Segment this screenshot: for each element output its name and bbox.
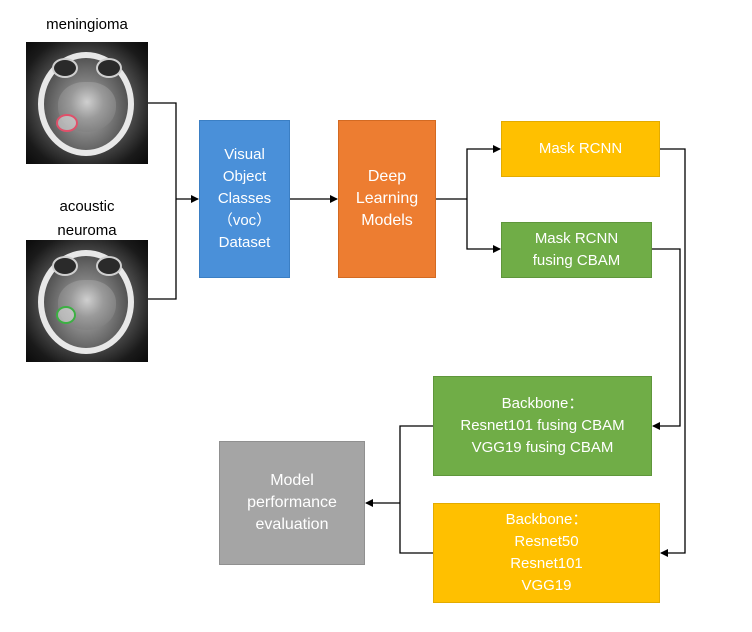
- right-orbit: [96, 58, 122, 78]
- acoustic-neuroma-tumor-outline: [56, 306, 76, 324]
- acoustic-neuroma-mri-image: [26, 240, 148, 362]
- mask-rcnn-box: Mask RCNN: [501, 121, 660, 177]
- acoustic-to-voc-line: [148, 199, 177, 300]
- model-performance-evaluation-box: Model performance evaluation: [219, 441, 365, 565]
- backbone-plain-box: Backbone： Resnet50 Resnet101 VGG19: [433, 503, 660, 603]
- acoustic-neuroma-label-line1: acoustic: [59, 198, 115, 215]
- voc-dataset-box: Visual Object Classes （voc） Dataset: [199, 120, 290, 278]
- left-orbit: [52, 58, 78, 78]
- meningioma-tumor-outline: [56, 114, 78, 132]
- acoustic-neuroma-label-line2: neuroma: [57, 222, 117, 239]
- dl-to-mask-rcnn-cbam-arrow: [466, 199, 501, 253]
- left-orbit: [52, 256, 78, 276]
- deep-learning-models-box: Deep Learning Models: [338, 120, 436, 278]
- meningioma-to-voc-line: [148, 102, 177, 199]
- mask-rcnn-cbam-to-backbone-cbam-arrow: [652, 248, 681, 430]
- right-orbit: [96, 256, 122, 276]
- backbone-cbam-box: Backbone： Resnet101 fusing CBAM VGG19 fu…: [433, 376, 652, 476]
- meningioma-label: meningioma: [46, 16, 128, 33]
- meningioma-mri-image: [26, 42, 148, 164]
- dl-to-mask-rcnn-arrow: [466, 145, 501, 199]
- backbone-cbam-to-eval-line: [399, 425, 433, 503]
- backbone-plain-to-eval-line: [399, 503, 433, 554]
- mask-rcnn-to-backbone-plain-arrow: [660, 148, 686, 557]
- mask-rcnn-cbam-box: Mask RCNN fusing CBAM: [501, 222, 652, 278]
